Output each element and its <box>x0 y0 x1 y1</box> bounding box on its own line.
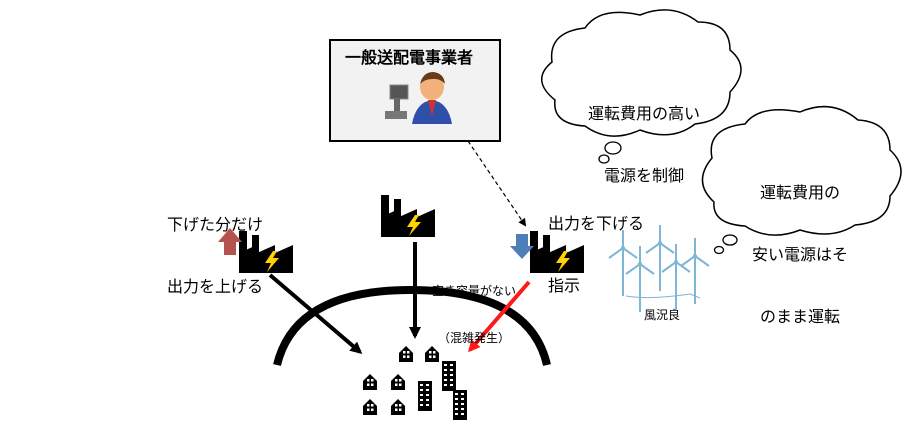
bubble-cheap-text: 運転費用の 安い電源はそ のまま運転 <box>740 141 860 370</box>
wind-label: 風況良 <box>644 308 681 322</box>
raise-output-line-1: 下げた分だけ <box>167 214 264 234</box>
bubble-expensive-text: 運転費用の高い 電源を制御 <box>584 62 704 228</box>
raise-output-line-2: 出力を上げる <box>167 276 264 296</box>
thought-bubble-expensive <box>541 9 742 164</box>
flow-arrow-left <box>268 273 363 354</box>
operator-person-icon <box>385 72 452 124</box>
congestion-line-2: （混雑発生） <box>437 330 510 345</box>
wind-farm-icon <box>608 224 710 313</box>
congestion-label: 空き容量がない （混雑発生） <box>422 253 526 378</box>
bubble-expensive-line-2: 電源を制御 <box>603 165 684 185</box>
grid-arc <box>273 285 551 366</box>
bubble-cheap-line-1: 運転費用の <box>759 182 840 202</box>
instruction-dashed-line <box>467 140 527 227</box>
flow-arrow-red <box>468 280 531 353</box>
lower-instruction-label: 出力を下げる 指示 <box>548 172 644 338</box>
bubble-cheap-line-2: 安い電源はそ <box>751 244 848 264</box>
operator-box <box>329 39 501 142</box>
bubble-cheap-line-3: のまま運転 <box>759 307 840 327</box>
down-arrow-icon <box>510 234 534 259</box>
raise-output-label: 下げた分だけ 出力を上げる <box>167 173 263 339</box>
lower-instruction-line-1: 出力を下げる <box>548 213 645 233</box>
lower-instruction-line-2: 指示 <box>548 275 581 295</box>
congestion-line-1: 空き容量がない <box>431 284 516 299</box>
factory-center-icon <box>381 195 435 237</box>
bubble-expensive-line-1: 運転費用の高い <box>587 103 700 123</box>
operator-title: 一般送配電事業者 <box>345 48 474 67</box>
up-arrow-icon <box>218 228 242 255</box>
thought-bubble-cheap <box>701 105 902 255</box>
